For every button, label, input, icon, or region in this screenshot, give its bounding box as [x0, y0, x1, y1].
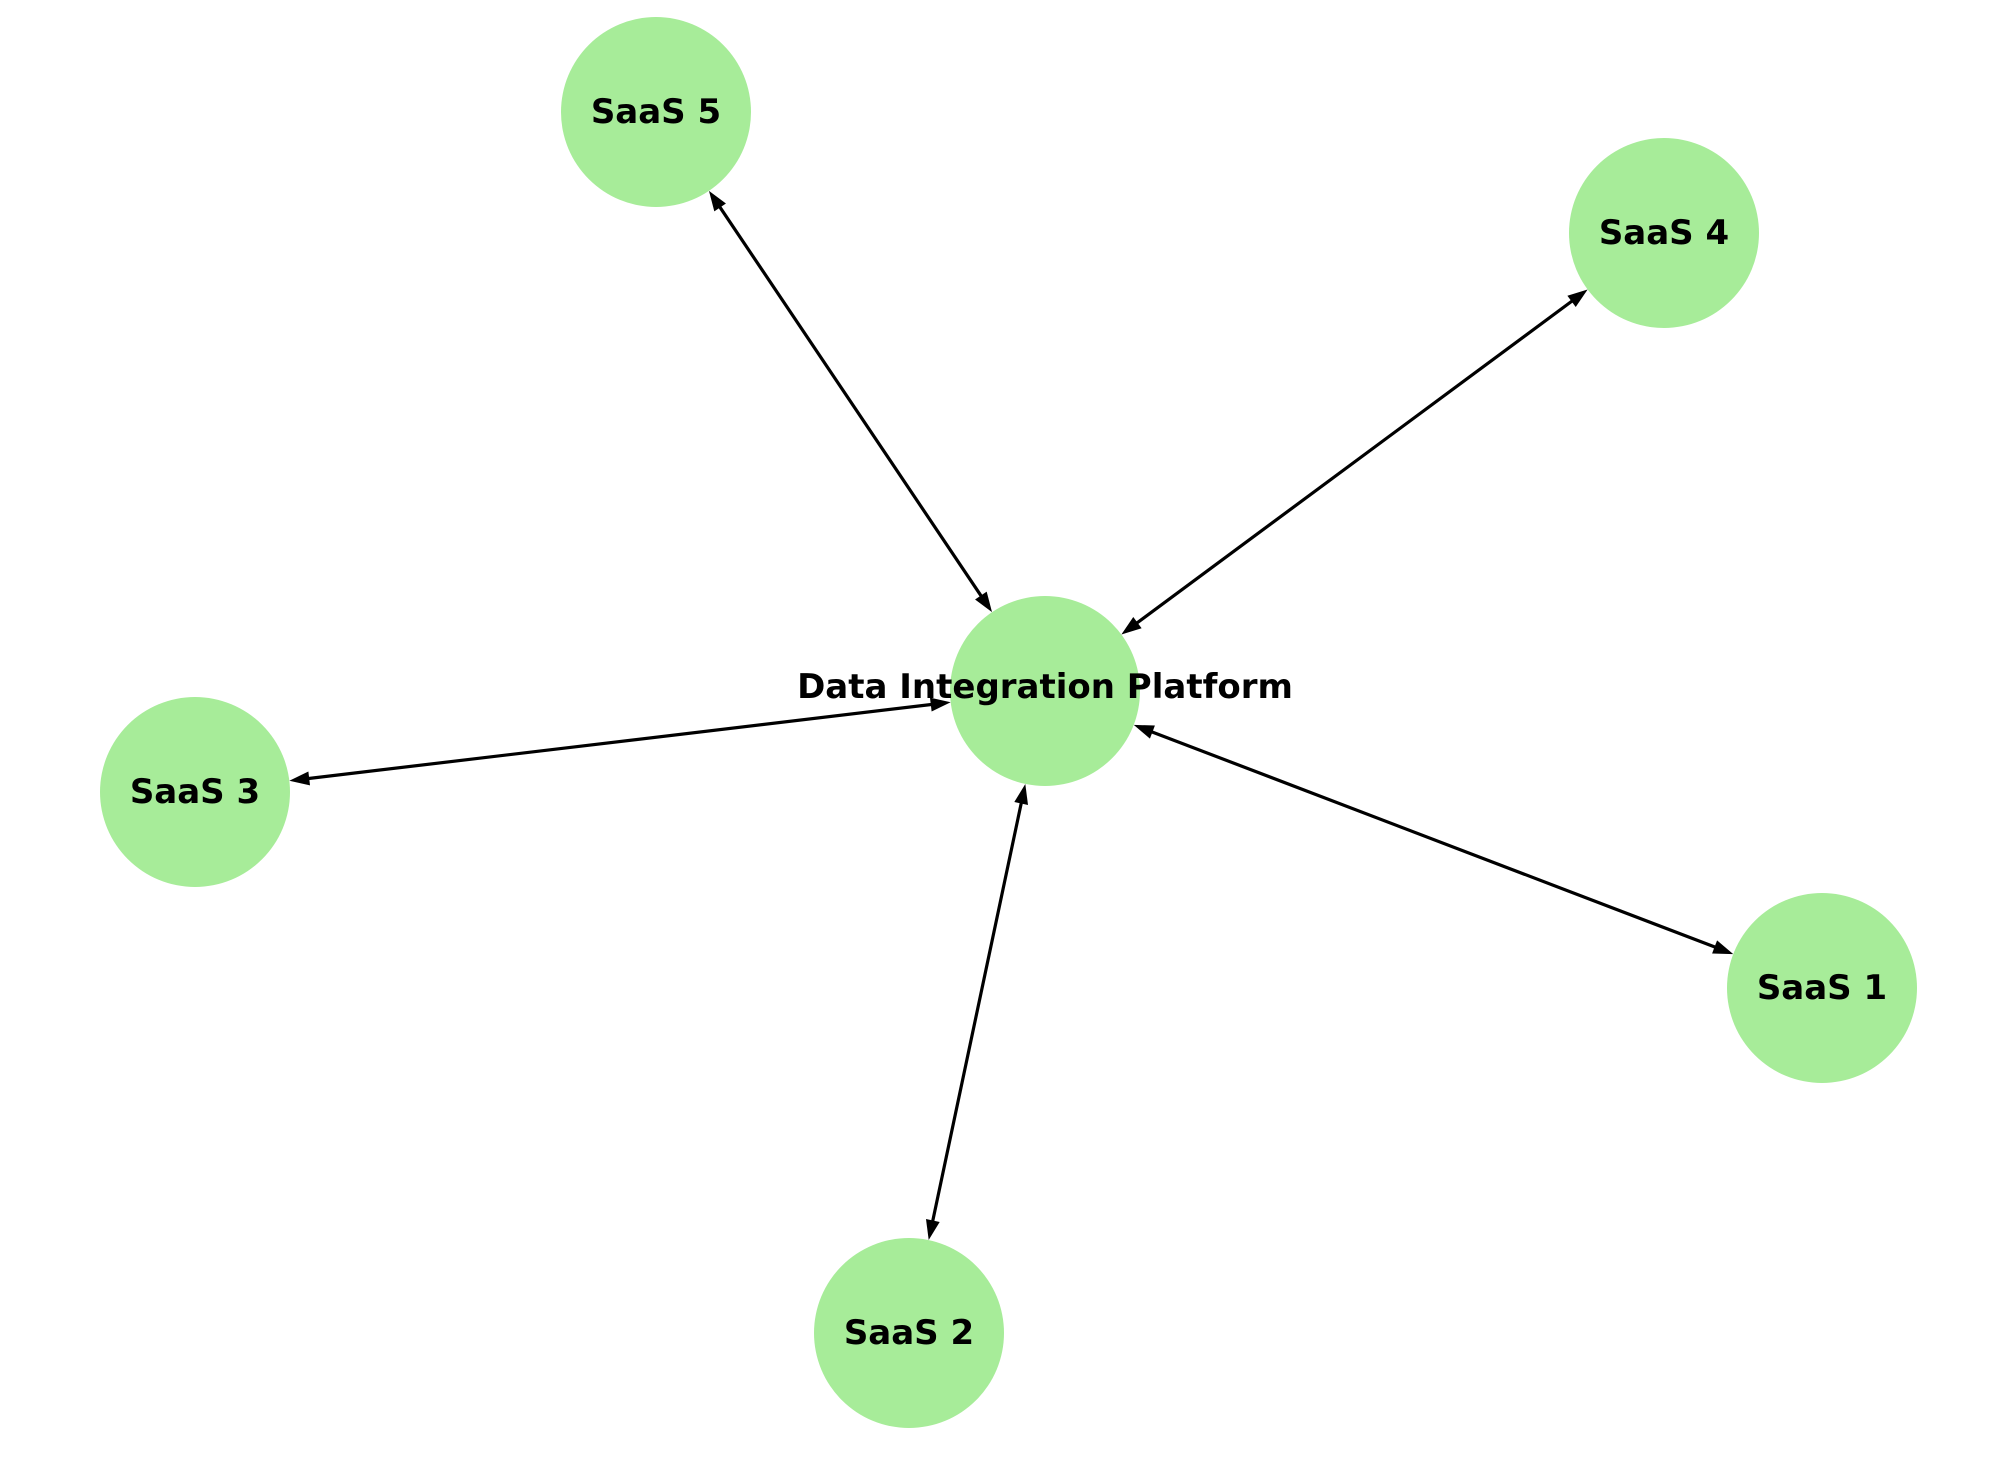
node-saas5 — [561, 17, 751, 207]
edge-hub-saas3 — [289, 697, 951, 786]
edge-line — [929, 795, 1025, 1229]
arrowhead-icon — [1121, 616, 1142, 635]
hub-node — [950, 596, 1140, 786]
arrowhead-icon — [1567, 289, 1588, 308]
arrowhead-icon — [1014, 783, 1029, 805]
node-saas4 — [1569, 138, 1759, 328]
arrowhead-icon — [289, 771, 311, 786]
node-circle — [561, 17, 751, 207]
node-circle — [1569, 138, 1759, 328]
node-circle — [1727, 893, 1917, 1083]
edges-layer — [289, 190, 1734, 1241]
edge-hub-saas2 — [925, 783, 1029, 1241]
edge-hub-saas5 — [708, 190, 993, 613]
arrowhead-icon — [1133, 724, 1155, 739]
edge-hub-saas4 — [1121, 289, 1588, 635]
arrowhead-icon — [975, 591, 993, 613]
hub-label: Data Integration Platform — [797, 667, 1293, 707]
node-circle — [814, 1238, 1004, 1428]
edge-hub-saas1 — [1133, 724, 1734, 955]
arrowhead-icon — [1712, 940, 1734, 955]
node-circle — [950, 596, 1140, 786]
edge-line — [1130, 295, 1579, 629]
edge-line — [1144, 727, 1723, 952]
node-saas3 — [100, 697, 290, 887]
arrowhead-icon — [925, 1219, 940, 1241]
node-label: SaaS 2 — [844, 1313, 974, 1353]
edge-line — [714, 199, 987, 604]
node-label: SaaS 4 — [1599, 213, 1729, 253]
node-label: SaaS 3 — [130, 772, 260, 812]
node-label: SaaS 1 — [1757, 968, 1887, 1008]
node-circle — [100, 697, 290, 887]
node-saas1 — [1727, 893, 1917, 1083]
node-saas2 — [814, 1238, 1004, 1428]
edge-line — [301, 702, 939, 781]
arrowhead-icon — [929, 697, 951, 712]
arrowhead-icon — [708, 190, 726, 212]
node-label: SaaS 5 — [591, 92, 721, 132]
